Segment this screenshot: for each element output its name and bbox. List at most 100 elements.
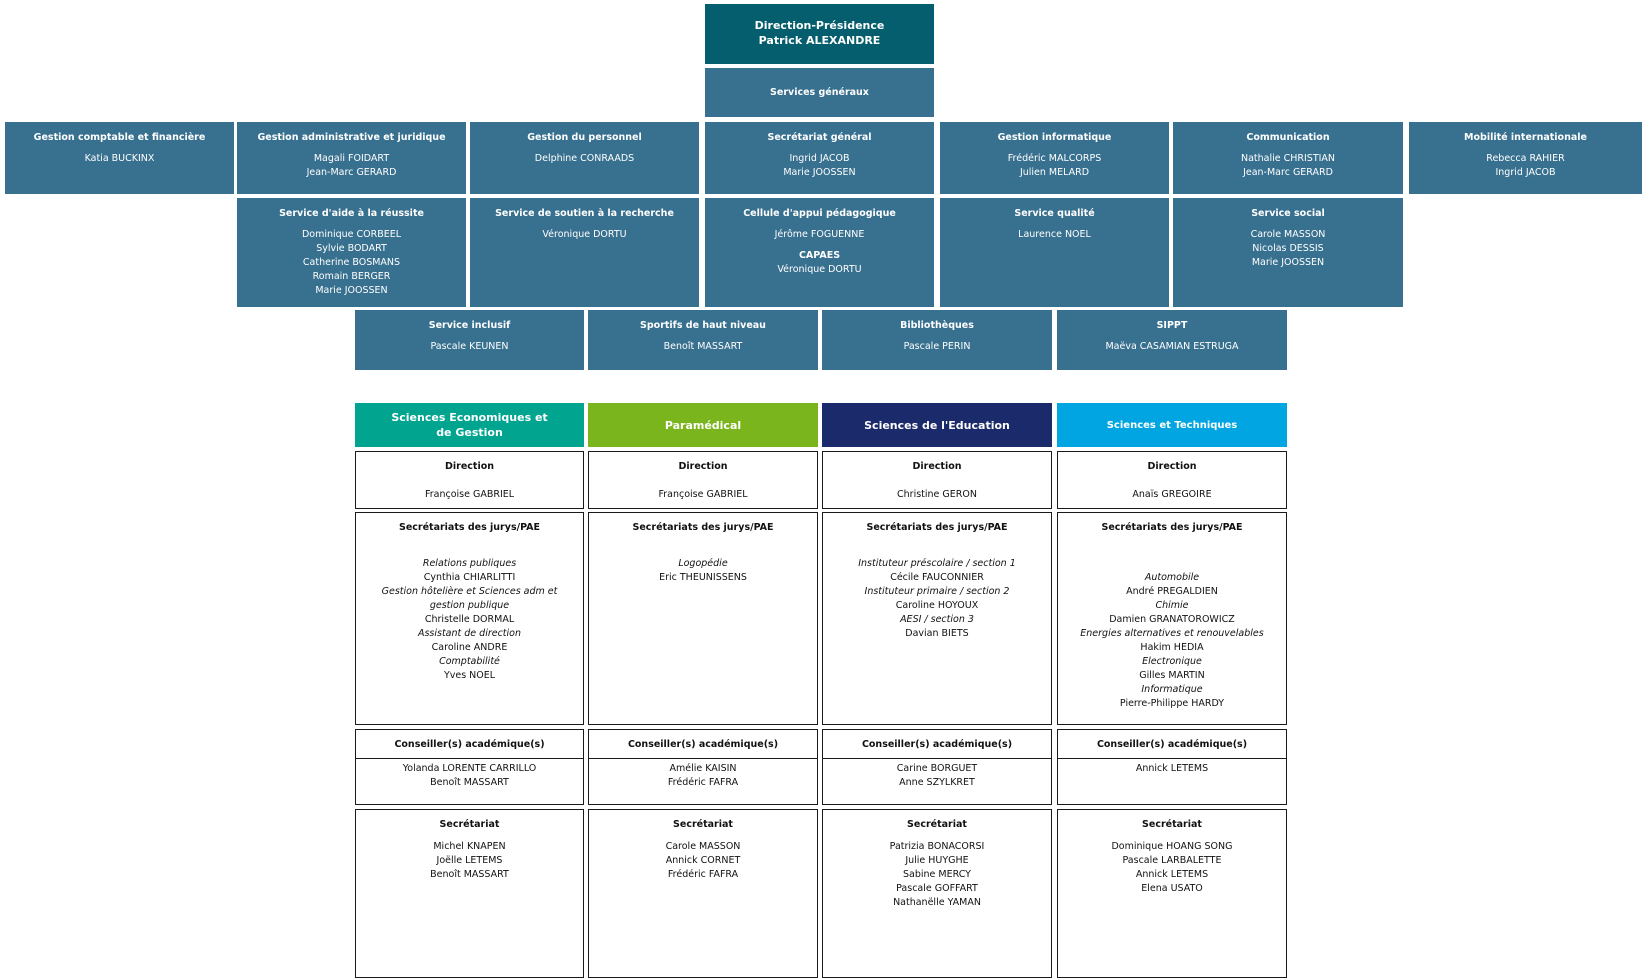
service-title: Service social: [1251, 208, 1325, 219]
service-person: Catherine BOSMANS: [302, 257, 401, 268]
service-gestion-personnel: Gestion du personnel Delphine CONRAADS: [470, 122, 699, 194]
conseiller-person: Anne SZYLKRET: [899, 777, 975, 788]
jury-person: Damien GRANATOROWICZ: [1109, 614, 1235, 625]
service-person: Carole MASSON: [1250, 229, 1326, 240]
conseiller-person: Frédéric FAFRA: [667, 777, 739, 788]
service-person: Pascale PERIN: [903, 341, 971, 352]
jury-person: Pierre-Philippe HARDY: [1119, 698, 1225, 709]
presidence-title: Direction-Présidence: [754, 19, 885, 32]
conseillers-label: Conseiller(s) académique(s): [861, 739, 1013, 750]
secretariat-cell-techniques: Secrétariat Dominique HOANG SONG Pascale…: [1057, 809, 1287, 978]
service-person: Marie JOOSSEN: [783, 167, 856, 178]
jury-person: Eric THEUNISSENS: [659, 572, 747, 583]
secretariat-person: Sabine MERCY: [902, 869, 971, 880]
conseiller-person: Yolanda LORENTE CARRILLO: [402, 763, 537, 774]
service-person: Véronique DORTU: [542, 229, 627, 240]
service-person: Ingrid JACOB: [1495, 167, 1556, 178]
dept-header-economie: Sciences Economiques et de Gestion: [355, 403, 584, 447]
service-person: Jean-Marc GERARD: [306, 167, 397, 178]
service-title: Communication: [1246, 132, 1330, 143]
service-communication: Communication Nathalie CHRISTIAN Jean-Ma…: [1173, 122, 1403, 194]
jurys-label: Secrétariats des jurys/PAE: [1101, 522, 1243, 533]
jury-role: Electronique: [1142, 656, 1202, 667]
service-title: Bibliothèques: [900, 320, 974, 331]
conseillers-label: Conseiller(s) académique(s): [627, 739, 779, 750]
jury-role: Gestion hôtelière et Sciences adm et: [381, 586, 558, 597]
jury-role: Automobile: [1144, 572, 1200, 583]
service-person: Romain BERGER: [312, 271, 391, 282]
service-title: Service d'aide à la réussite: [279, 208, 424, 219]
service-gestion-informatique: Gestion informatique Frédéric MALCORPS J…: [940, 122, 1169, 194]
secretariat-person: Annick LETEMS: [1135, 869, 1209, 880]
service-person: Magali FOIDART: [313, 153, 390, 164]
jury-role: Instituteur primaire / section 2: [864, 586, 1010, 597]
dept-name-line2: de Gestion: [436, 426, 503, 439]
service-sippt: SIPPT Maëva CASAMIAN ESTRUGA: [1057, 310, 1287, 370]
service-person: Pascale KEUNEN: [430, 341, 509, 352]
service-title: Gestion informatique: [997, 132, 1112, 143]
secretariat-person: Frédéric FAFRA: [667, 869, 739, 880]
service-person: Benoît MASSART: [663, 341, 743, 352]
jurys-cell-economie: Secrétariats des jurys/PAE Relations pub…: [355, 512, 584, 725]
conseiller-person: Benoît MASSART: [430, 777, 509, 788]
jury-role: AESI / section 3: [900, 614, 974, 625]
service-person: Delphine CONRAADS: [534, 153, 635, 164]
dept-header-education: Sciences de l'Education: [822, 403, 1052, 447]
direction-person: Françoise GABRIEL: [658, 489, 748, 500]
service-social: Service social Carole MASSON Nicolas DES…: [1173, 198, 1403, 307]
service-person: Véronique DORTU: [777, 264, 862, 275]
service-title: Gestion du personnel: [527, 132, 642, 143]
dept-name-line1: Sciences Economiques et: [391, 411, 548, 424]
jury-person: Caroline ANDRE: [431, 642, 508, 653]
jurys-cell-education: Secrétariats des jurys/PAE Instituteur p…: [822, 512, 1052, 725]
conseillers-cell-economie: Conseiller(s) académique(s) Yolanda LORE…: [355, 729, 584, 805]
conseillers-cell-paramedical: Conseiller(s) académique(s) Amélie KAISI…: [588, 729, 818, 805]
jury-person: Caroline HOYOUX: [895, 600, 979, 611]
jurys-label: Secrétariats des jurys/PAE: [632, 522, 774, 533]
jury-person: Cynthia CHIARLITTI: [423, 572, 516, 583]
service-title: Gestion administrative et juridique: [257, 132, 446, 143]
service-soutien-recherche: Service de soutien à la recherche Véroni…: [470, 198, 699, 307]
service-title: Gestion comptable et financière: [33, 132, 206, 143]
conseillers-label: Conseiller(s) académique(s): [1096, 739, 1248, 750]
service-bibliotheques: Bibliothèques Pascale PERIN: [822, 310, 1052, 370]
service-title: Service inclusif: [428, 320, 511, 331]
dept-name: Sciences de l'Education: [864, 418, 1010, 432]
service-title: Cellule d'appui pédagogique: [743, 208, 896, 219]
service-secretariat-general: Secrétariat général Ingrid JACOB Marie J…: [705, 122, 934, 194]
service-person: Rebecca RAHIER: [1486, 153, 1565, 164]
service-title: Sportifs de haut niveau: [640, 320, 766, 331]
service-person: Ingrid JACOB: [789, 153, 850, 164]
jury-role: Chimie: [1155, 600, 1189, 611]
service-appui-pedagogique: Cellule d'appui pédagogique Jérôme FOGUE…: [705, 198, 934, 307]
service-title: SIPPT: [1156, 320, 1188, 331]
service-qualite: Service qualité Laurence NOEL: [940, 198, 1169, 307]
jury-role: Relations publiques: [422, 558, 517, 569]
presidence-box: Direction-Présidence Patrick ALEXANDRE: [705, 4, 934, 64]
secretariat-label: Secrétariat: [1142, 819, 1202, 830]
conseillers-label: Conseiller(s) académique(s): [394, 739, 545, 750]
services-generaux-box: Services généraux: [705, 68, 934, 117]
jury-person: André PREGALDIEN: [1126, 586, 1218, 597]
direction-cell-techniques: Direction Anaïs GREGOIRE: [1057, 451, 1287, 509]
dept-name: Sciences et Techniques: [1106, 419, 1238, 431]
service-person: Marie JOOSSEN: [1251, 257, 1325, 268]
service-subtitle: CAPAES: [798, 250, 841, 261]
service-title: Mobilité internationale: [1464, 132, 1587, 143]
direction-person: Françoise GABRIEL: [424, 489, 515, 500]
jury-person: Gilles MARTIN: [1139, 670, 1205, 681]
secretariat-label: Secrétariat: [673, 819, 733, 830]
conseillers-cell-techniques: Conseiller(s) académique(s) Annick LETEM…: [1057, 729, 1287, 805]
jurys-cell-techniques: Secrétariats des jurys/PAE Automobile An…: [1057, 512, 1287, 725]
secretariat-person: Elena USATO: [1141, 883, 1203, 894]
direction-label: Direction: [1147, 461, 1197, 472]
service-person: Frédéric MALCORPS: [1007, 153, 1102, 164]
service-person: Julien MELARD: [1019, 167, 1090, 178]
jury-role: gestion publique: [429, 600, 510, 611]
service-person: Katia BUCKINX: [84, 153, 155, 164]
service-gestion-administrative: Gestion administrative et juridique Maga…: [237, 122, 466, 194]
service-person: Jérôme FOGUENNE: [774, 229, 865, 240]
service-mobilite-internationale: Mobilité internationale Rebecca RAHIER I…: [1409, 122, 1642, 194]
jury-person: Hakim HEDIA: [1140, 642, 1204, 653]
jury-role: Informatique: [1141, 684, 1203, 695]
